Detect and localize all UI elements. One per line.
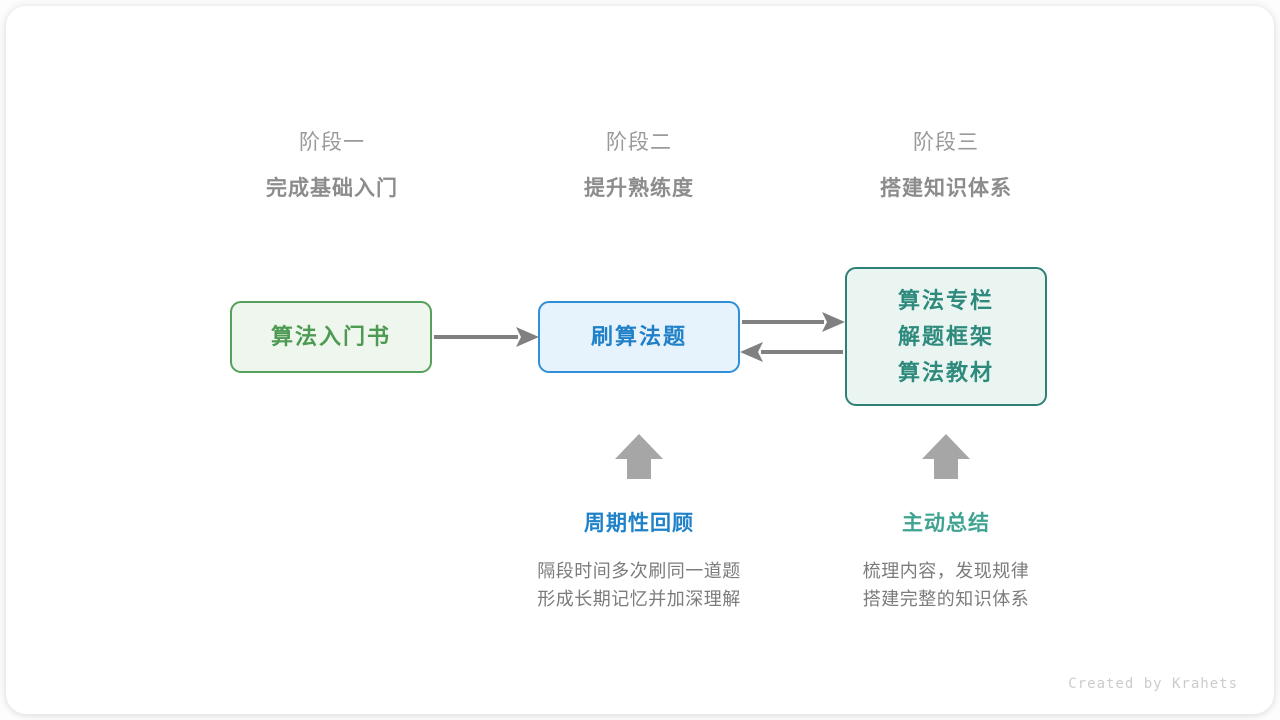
stage-goal-3: 搭建知识体系: [880, 177, 1012, 200]
annotation-review-desc: 隔段时间多次刷同一道题 形成长期记忆并加深理解: [489, 557, 789, 613]
flow-box-knowledge-system-line-3: 算法教材: [897, 359, 994, 385]
stage-header-1: 阶段一 完成基础入门: [202, 128, 462, 204]
stage-name-1: 阶段一: [299, 131, 365, 154]
stage-name-3: 阶段三: [913, 131, 979, 154]
annotation-review-desc-line-2: 形成长期记忆并加深理解: [537, 589, 741, 609]
stage-goal-1: 完成基础入门: [266, 177, 398, 200]
stage-header-3: 阶段三 搭建知识体系: [816, 128, 1076, 204]
credit-label: Created by Krahets: [1068, 676, 1238, 692]
annotation-review-title: 周期性回顾: [584, 512, 694, 535]
stage-name-2: 阶段二: [606, 131, 672, 154]
annotation-summary-desc-line-2: 搭建完整的知识体系: [862, 589, 1030, 609]
flow-box-practice-problems[interactable]: 刷算法题: [538, 301, 740, 373]
annotation-summary-title: 主动总结: [902, 512, 990, 535]
stage-header-2: 阶段二 提升熟练度: [509, 128, 769, 204]
flow-box-knowledge-system[interactable]: 算法专栏 解题框架 算法教材: [845, 267, 1047, 406]
flow-box-knowledge-system-line-1: 算法专栏: [897, 287, 994, 313]
stage-goal-2: 提升熟练度: [584, 177, 694, 200]
annotation-review-desc-line-1: 隔段时间多次刷同一道题: [537, 561, 741, 581]
flow-box-knowledge-system-line-2: 解题框架: [897, 323, 994, 349]
annotation-summary-desc: 梳理内容，发现规律 搭建完整的知识体系: [796, 557, 1096, 613]
annotation-review: 周期性回顾 隔段时间多次刷同一道题 形成长期记忆并加深理解: [489, 510, 789, 613]
annotation-summary-desc-line-1: 梳理内容，发现规律: [862, 561, 1030, 581]
flow-box-algorithm-book-line-1: 算法入门书: [270, 324, 391, 349]
flow-box-practice-problems-line-1: 刷算法题: [590, 324, 687, 349]
flow-box-algorithm-book[interactable]: 算法入门书: [230, 301, 432, 373]
annotation-summary: 主动总结 梳理内容，发现规律 搭建完整的知识体系: [796, 510, 1096, 613]
